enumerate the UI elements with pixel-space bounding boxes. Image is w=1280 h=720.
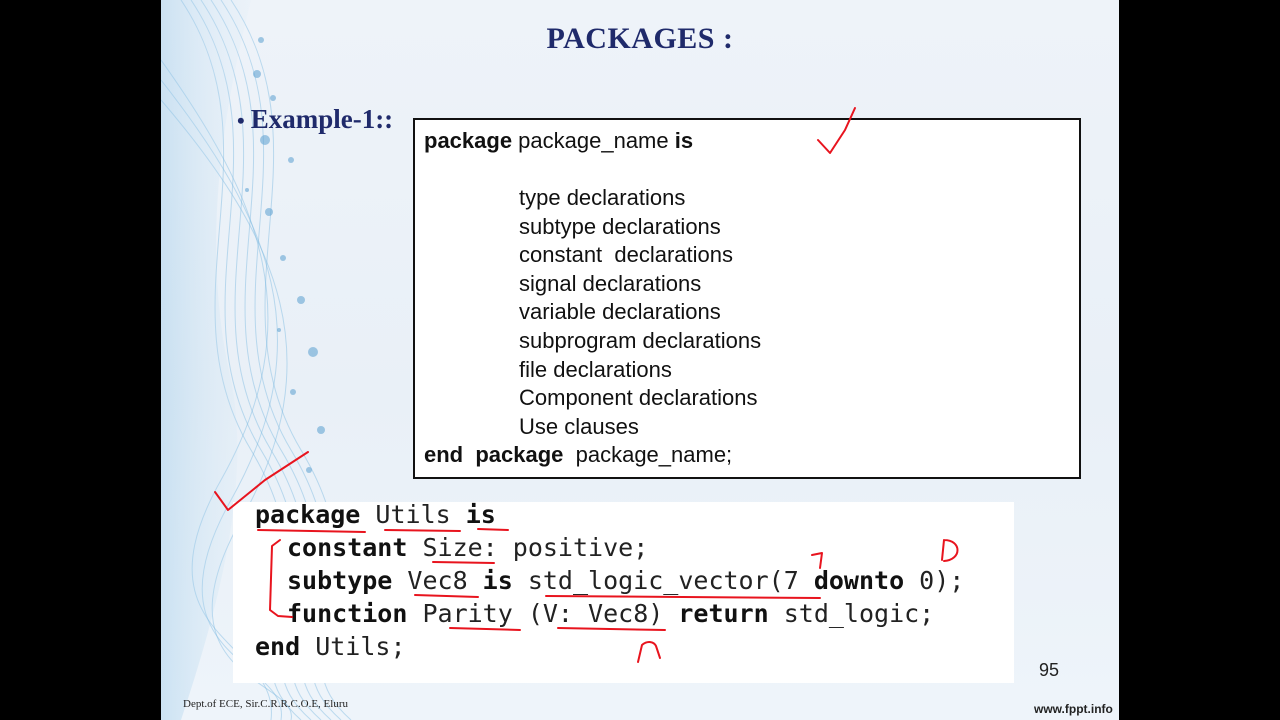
code-text: Vec8	[392, 566, 483, 595]
syntax-package-name: package_name	[512, 128, 675, 153]
code-keyword: is	[465, 500, 496, 529]
syntax-header-line: package package_name is	[424, 128, 693, 154]
syntax-item: Component declarations	[519, 385, 758, 410]
bullet-dot-icon: •	[237, 108, 245, 133]
code-keyword: downto	[813, 566, 905, 595]
syntax-end-name: package_name;	[563, 442, 733, 467]
code-line: package Utils is	[255, 500, 496, 529]
syntax-end-line: end package package_name;	[424, 442, 732, 468]
code-line: subtype Vec8 is std_logic_vector(7 downt…	[287, 566, 964, 595]
code-text: Utils	[360, 500, 466, 529]
syntax-item: subprogram declarations	[519, 328, 762, 353]
code-line: end Utils;	[255, 632, 406, 661]
keyword-end-package: end package	[424, 442, 564, 467]
decorative-wave-background	[161, 0, 352, 720]
syntax-item: constant declarations	[519, 242, 734, 267]
code-text: Utils;	[300, 632, 406, 661]
syntax-item: signal declarations	[519, 271, 702, 296]
footer-website: www.fppt.info	[1034, 702, 1113, 716]
code-text: 0);	[904, 566, 965, 595]
code-text: Parity (V: Vec8)	[407, 599, 679, 628]
code-text: Size: positive;	[407, 533, 649, 562]
bullet-example: •Example-1::	[237, 104, 393, 135]
page-number: 95	[1039, 660, 1060, 680]
syntax-item: subtype declarations	[519, 214, 721, 239]
code-example-box: package Utils is constant Size: positive…	[233, 500, 1014, 683]
code-keyword: subtype	[287, 566, 393, 595]
code-keyword: is	[482, 566, 513, 595]
code-line: function Parity (V: Vec8) return std_log…	[287, 599, 934, 628]
syntax-item: file declarations	[519, 357, 672, 382]
slide-title: PACKAGES :	[546, 22, 734, 55]
slide: PACKAGES : •Example-1:: package package_…	[161, 0, 1119, 720]
code-keyword: constant	[287, 533, 408, 562]
code-keyword: package	[255, 500, 361, 529]
syntax-item: variable declarations	[519, 299, 721, 324]
code-line: constant Size: positive;	[287, 533, 648, 562]
keyword-package: package	[424, 128, 513, 153]
footer-department: Dept.of ECE, Sir.C.R.R.C.O.E, Eluru	[183, 698, 348, 710]
package-syntax-box: package package_name is type declaration…	[413, 118, 1081, 479]
code-text: std_logic_vector(7	[512, 566, 814, 595]
syntax-item: Use clauses	[519, 414, 639, 439]
code-keyword: end	[255, 632, 301, 661]
code-keyword: function	[287, 599, 408, 628]
syntax-item: type declarations	[519, 185, 686, 210]
code-text: std_logic;	[768, 599, 935, 628]
bullet-label: Example-1::	[250, 104, 394, 134]
code-keyword: return	[678, 599, 769, 628]
keyword-is: is	[674, 128, 694, 153]
